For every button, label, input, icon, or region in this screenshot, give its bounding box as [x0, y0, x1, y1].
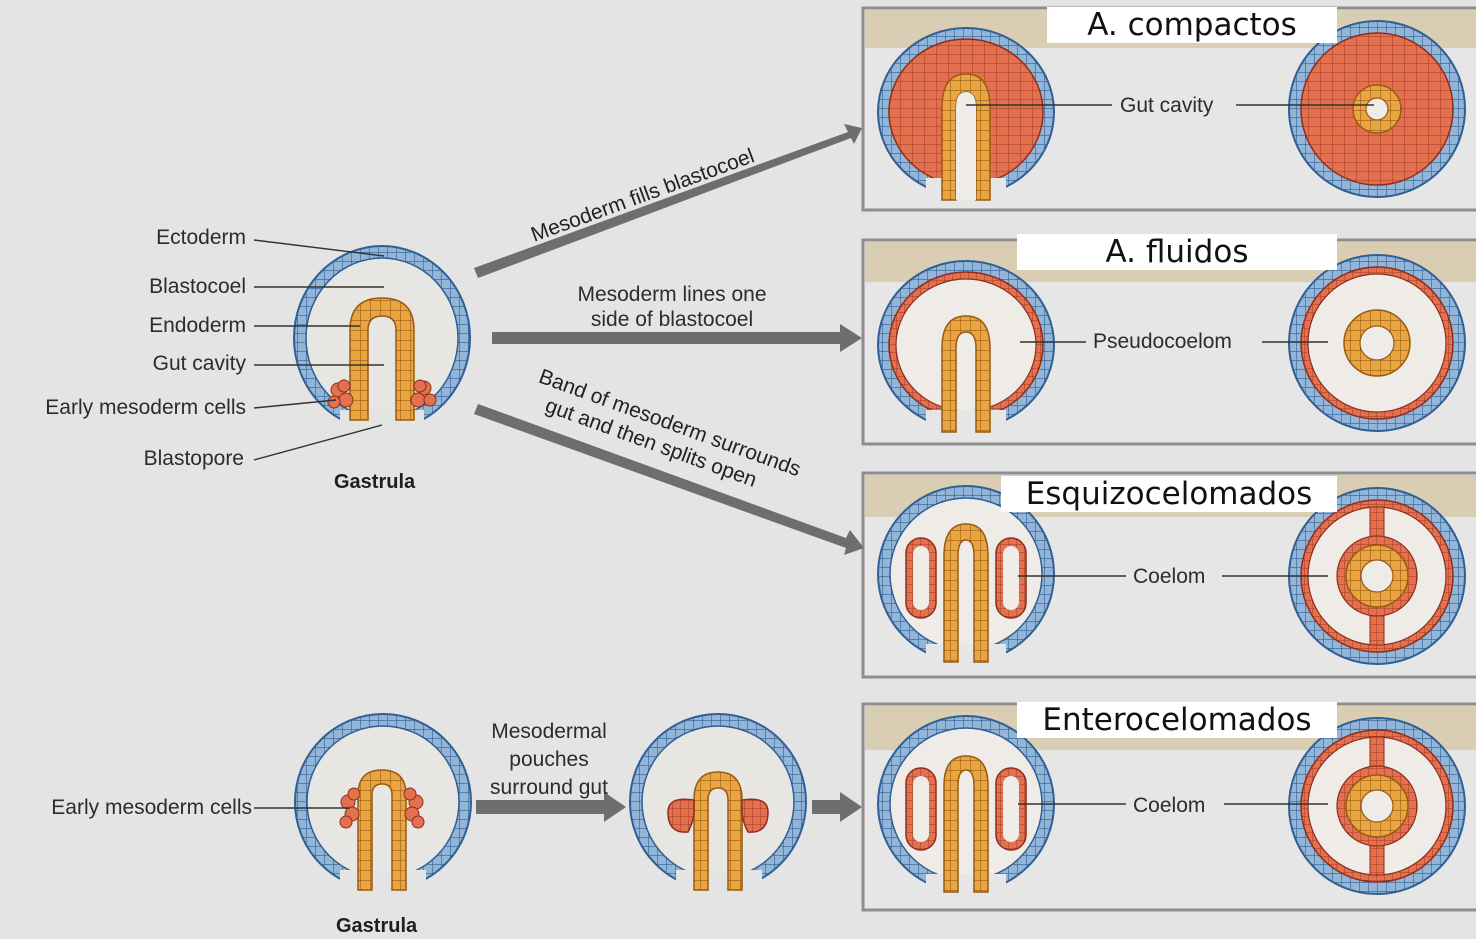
- label-pseudocoelom: Pseudocoelom: [1090, 331, 1235, 352]
- compactos-cross-section: [1289, 21, 1465, 197]
- label-endoderm: Endoderm: [149, 315, 246, 336]
- panel-title-esquizocelomados: Esquizocelomados: [1001, 476, 1337, 512]
- gastrula-top: [294, 246, 470, 440]
- arrow-label-line-2: pouches: [476, 746, 622, 774]
- panel-title-fluidos: A. fluidos: [1017, 234, 1337, 270]
- caption-gastrula-bottom: Gastrula: [336, 916, 417, 936]
- label-coelom-entero: Coelom: [1130, 795, 1208, 816]
- arrow-label-mesoderm-lines: Mesoderm lines one side of blastocoel: [540, 282, 804, 332]
- fluidos-cross-section: [1289, 255, 1465, 431]
- panel-title-enterocelomados: Enterocelomados: [1017, 702, 1337, 738]
- label-ectoderm: Ectoderm: [156, 227, 246, 248]
- arrow-label-line-3: surround gut: [476, 774, 622, 802]
- label-blastocoel: Blastocoel: [149, 276, 246, 297]
- label-blastopore: Blastopore: [144, 448, 244, 469]
- entero-cross-section: [1289, 718, 1465, 894]
- label-early-mesoderm-cells: Early mesoderm cells: [45, 397, 246, 418]
- panel-title-compactos: A. compactos: [1047, 7, 1337, 43]
- arrow-label-mesodermal-pouches: Mesodermal pouches surround gut: [476, 718, 622, 802]
- label-gut-cavity-panel: Gut cavity: [1117, 95, 1216, 116]
- label-coelom-esquizo: Coelom: [1130, 566, 1208, 587]
- arrow-label-line-1: Mesodermal: [476, 718, 622, 746]
- arrow-label-mesoderm-lines-2: side of blastocoel: [540, 307, 804, 332]
- pouch-stage: [630, 714, 806, 900]
- label-early-mesoderm-cells-bottom: Early mesoderm cells: [51, 797, 252, 818]
- arrow-mesoderm-fills: [474, 124, 862, 278]
- label-gut-cavity: Gut cavity: [153, 353, 246, 374]
- arrow-label-mesoderm-lines-1: Mesoderm lines one: [540, 282, 804, 307]
- arrow-to-enterocelomados: [812, 792, 862, 822]
- caption-gastrula-top: Gastrula: [334, 472, 415, 492]
- gastrula-bottom: [295, 714, 471, 900]
